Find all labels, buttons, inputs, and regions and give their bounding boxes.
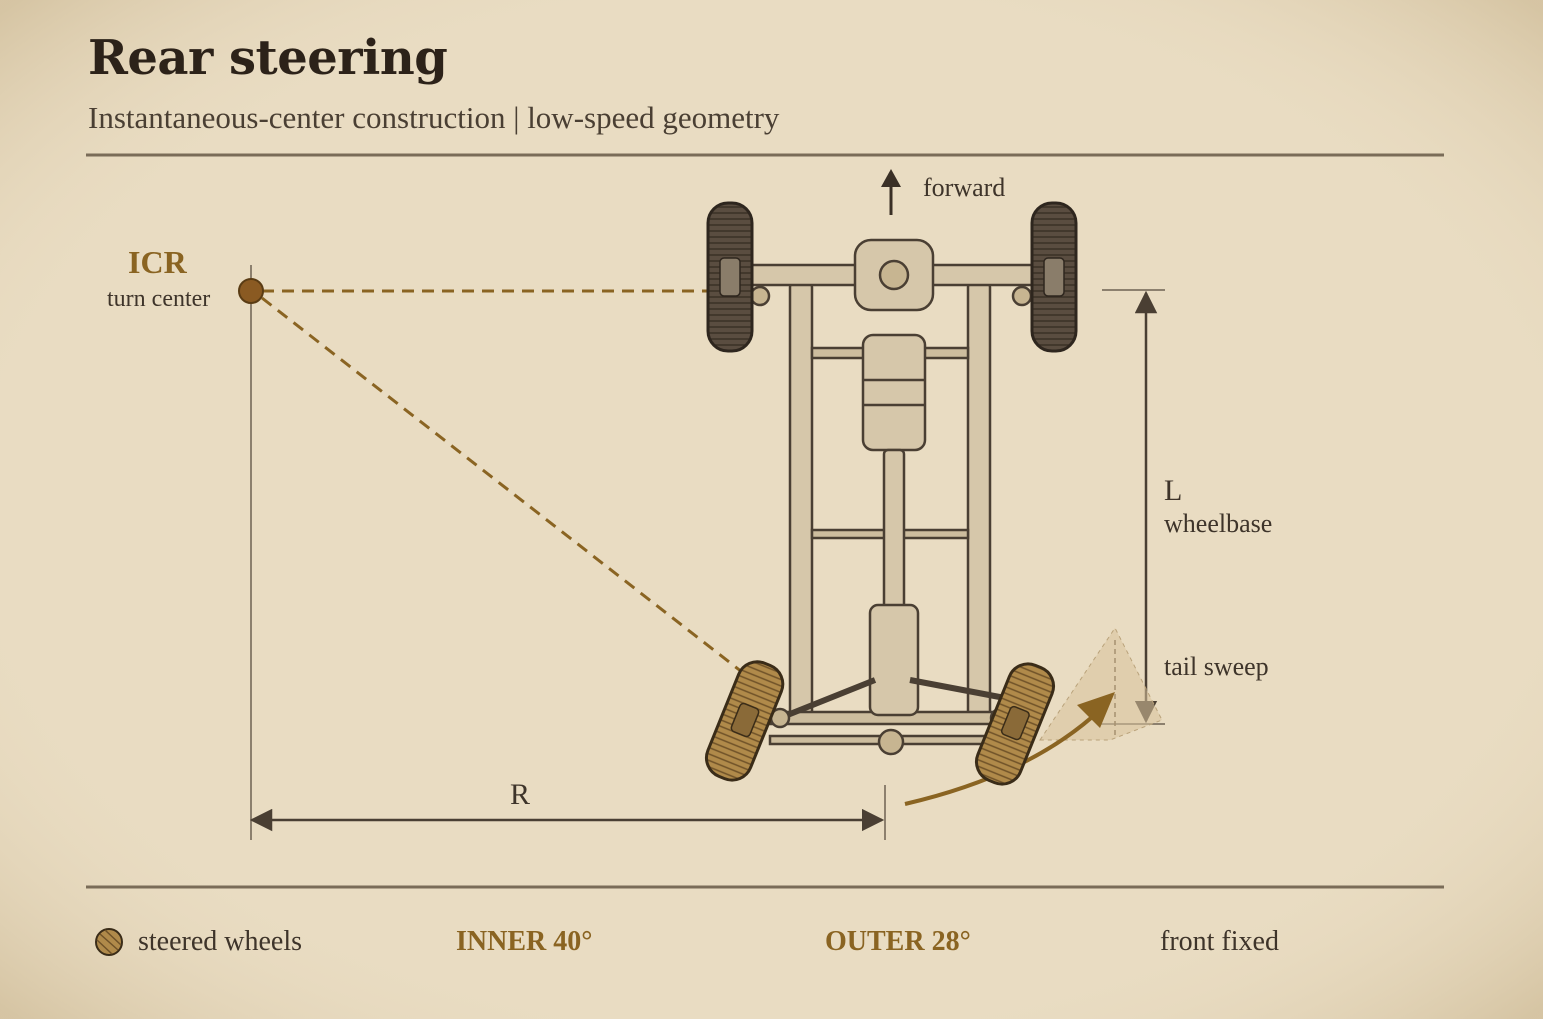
icr-point xyxy=(238,278,264,304)
page-subtitle: Instantaneous-center construction | low-… xyxy=(88,100,780,135)
right-frame-rail xyxy=(966,281,992,725)
gearbox xyxy=(861,333,927,452)
radius-label: R xyxy=(510,778,531,811)
front-left-wheel xyxy=(706,201,754,353)
tail-sweep-arrowhead xyxy=(1077,692,1115,728)
rear-hub xyxy=(877,728,905,756)
tail-sweep-label: tail sweep xyxy=(1164,652,1269,681)
icr-rear-dashed-line xyxy=(261,296,743,674)
left-knuckle xyxy=(749,285,771,307)
right-tie-rod xyxy=(909,677,1006,701)
left-tie-rod xyxy=(778,677,877,721)
wheelbase-label: wheelbase xyxy=(1164,509,1273,538)
tail-sweep-zone xyxy=(1039,627,1163,741)
front-right-wheel xyxy=(1030,201,1078,353)
front-fixed-note: front fixed xyxy=(1160,926,1279,957)
forward-arrowhead xyxy=(881,169,901,187)
drive-shaft xyxy=(882,448,906,612)
legend-steered-wheels: steered wheels xyxy=(138,926,303,957)
right-knuckle xyxy=(1011,285,1033,307)
wheelbase-symbol: L xyxy=(1164,474,1183,507)
forward-label: forward xyxy=(923,173,1006,202)
icr-label: ICR xyxy=(128,244,187,280)
outer-angle-readout: OUTER 28° xyxy=(825,926,971,957)
left-frame-rail xyxy=(788,281,814,725)
rear-steering-box xyxy=(868,603,920,717)
diff-cap xyxy=(878,259,910,291)
icr-sublabel: turn center xyxy=(107,286,211,312)
page-title: Rear steering xyxy=(88,30,448,86)
steered-wheel-legend-icon xyxy=(95,928,123,956)
rear-left-steered-wheel xyxy=(704,660,785,782)
inner-angle-readout: INNER 40° xyxy=(456,926,593,957)
chassis xyxy=(738,238,1042,756)
rear-right-steered-wheel xyxy=(974,662,1056,786)
